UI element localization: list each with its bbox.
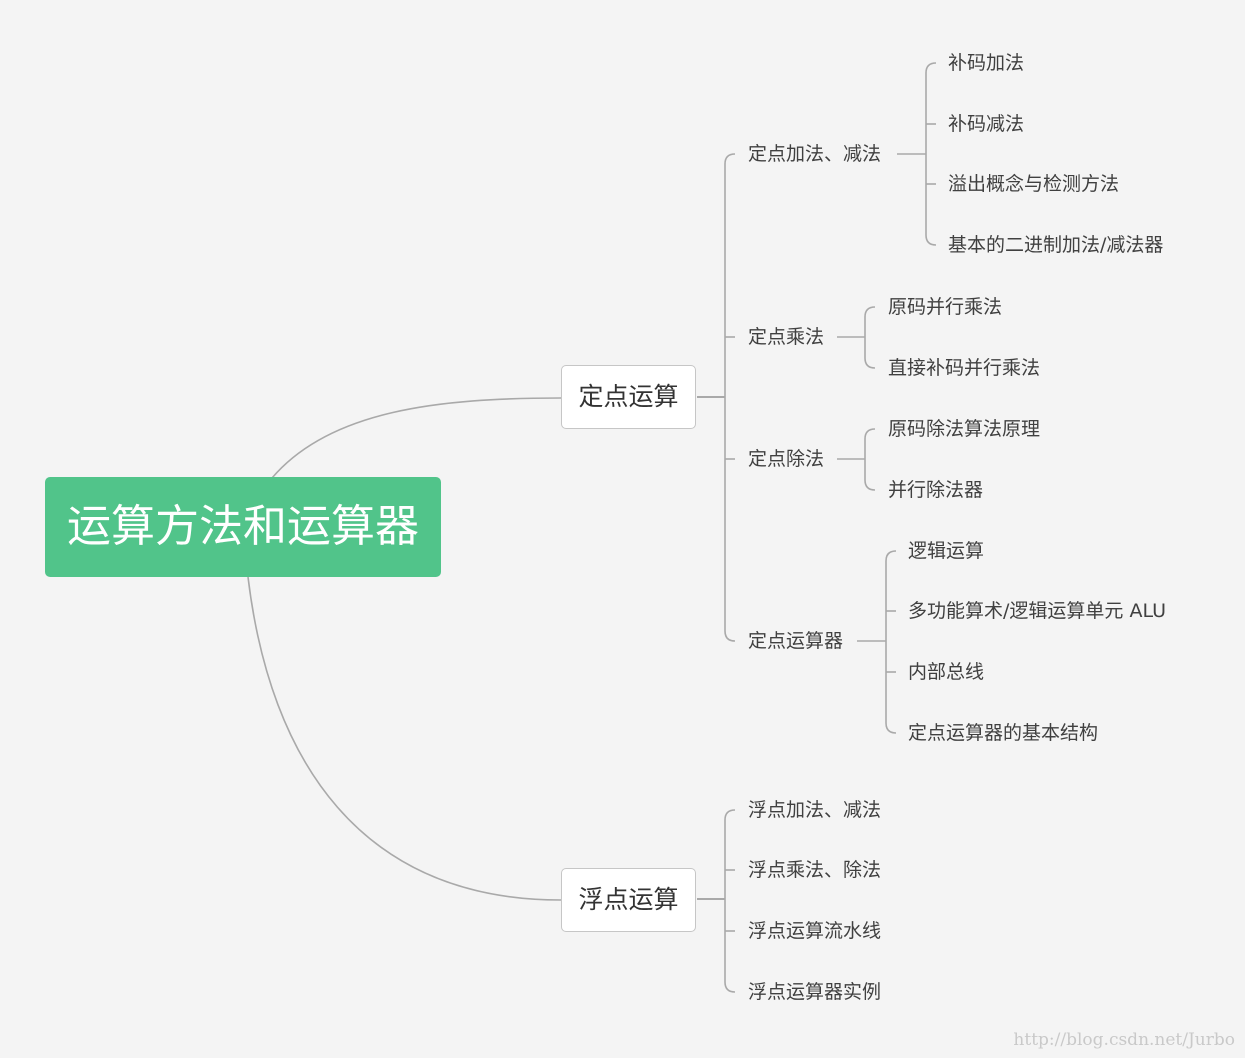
leaf-item[interactable]: 定点运算器的基本结构 [908,722,1099,744]
leaf-item[interactable]: 内部总线 [908,661,985,683]
subtopic-float-add-sub[interactable]: 浮点加法、减法 [748,799,882,821]
subtopic-float-pipeline[interactable]: 浮点运算流水线 [748,920,882,942]
leaf-item[interactable]: 基本的二进制加法/减法器 [948,234,1164,256]
leaf-item[interactable]: 补码减法 [948,113,1025,135]
leaf-item[interactable]: 溢出概念与检测方法 [948,173,1120,195]
watermark-text: http://blog.csdn.net/Jurbo [1013,1030,1235,1050]
leaf-item[interactable]: 并行除法器 [888,479,984,501]
subtopic-fixed-div[interactable]: 定点除法 [748,448,825,470]
subtopic-fixed-add-sub[interactable]: 定点加法、减法 [748,143,882,165]
leaf-item[interactable]: 直接补码并行乘法 [888,357,1041,379]
topic-fixed-point-ops[interactable]: 定点运算 [561,365,696,429]
root-topic[interactable]: 运算方法和运算器 [45,477,441,577]
subtopic-fixed-mul[interactable]: 定点乘法 [748,326,825,348]
leaf-item[interactable]: 原码并行乘法 [888,296,1003,318]
leaf-item[interactable]: 原码除法算法原理 [888,418,1041,440]
subtopic-float-mul-div[interactable]: 浮点乘法、除法 [748,859,882,881]
leaf-item[interactable]: 多功能算术/逻辑运算单元 ALU [908,600,1166,622]
leaf-item[interactable]: 逻辑运算 [908,540,985,562]
subtopic-float-unit-example[interactable]: 浮点运算器实例 [748,981,882,1003]
topic-floating-point-ops[interactable]: 浮点运算 [561,868,696,932]
leaf-item[interactable]: 补码加法 [948,52,1025,74]
subtopic-fixed-alu[interactable]: 定点运算器 [748,630,844,652]
